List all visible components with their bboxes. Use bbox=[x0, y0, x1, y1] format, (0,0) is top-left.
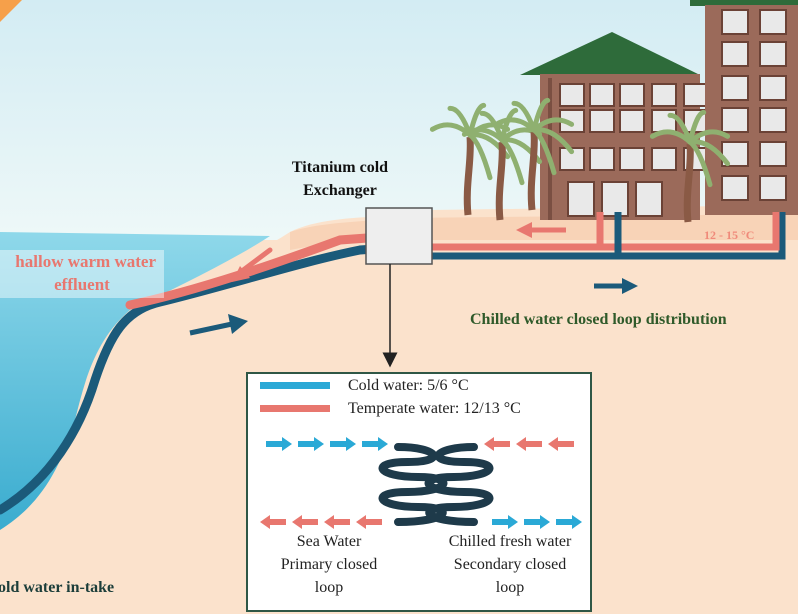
arrow-icon bbox=[556, 515, 582, 529]
fresh-water-caption-line2: Secondary closed bbox=[453, 556, 567, 573]
fresh-water-caption: Chilled fresh water Secondary closed loo… bbox=[430, 530, 590, 599]
coil-icon bbox=[378, 443, 494, 526]
return-pipe-2 bbox=[600, 212, 780, 251]
arrow-icon bbox=[356, 515, 382, 529]
exchanger-label-line1: Titanium cold bbox=[291, 159, 389, 176]
chilled-distribution-label: Chilled water closed loop distribution bbox=[470, 311, 727, 328]
building-windows bbox=[721, 9, 787, 201]
window bbox=[721, 75, 749, 101]
chilled-supply-pipe bbox=[398, 212, 786, 260]
temperature-range-label: 12 - 15 °C bbox=[704, 228, 755, 242]
arrow-icon bbox=[524, 515, 550, 529]
cold-water-swatch bbox=[260, 382, 330, 389]
window bbox=[589, 147, 615, 171]
arrow-icon bbox=[594, 278, 638, 294]
window bbox=[619, 83, 645, 107]
arrow-icon bbox=[189, 314, 248, 336]
arrow-icon bbox=[324, 515, 350, 529]
window bbox=[759, 9, 787, 35]
window bbox=[721, 41, 749, 67]
sea-water-caption: Sea Water Primary closed loop bbox=[260, 530, 398, 599]
window bbox=[589, 109, 615, 133]
arrow-icon bbox=[516, 437, 542, 451]
window bbox=[759, 175, 787, 201]
arrow-icon bbox=[492, 515, 518, 529]
window bbox=[601, 181, 629, 217]
temperate-water-legend: Temperate water: 12/13 °C bbox=[348, 400, 521, 417]
arrow-icon bbox=[484, 437, 510, 451]
arrow-icon bbox=[330, 437, 356, 451]
cold-water-legend: Cold water: 5/6 °C bbox=[348, 377, 469, 394]
sea-water-caption-line2: Primary closed bbox=[280, 556, 378, 573]
exchanger-label: Titanium cold Exchanger bbox=[270, 156, 410, 202]
effluent-label-line2: effluent bbox=[54, 275, 110, 294]
sun-icon bbox=[0, 0, 22, 22]
intake-label: old water in-take bbox=[0, 579, 115, 596]
window bbox=[759, 141, 787, 167]
window bbox=[559, 147, 585, 171]
arrow-icon bbox=[266, 437, 292, 451]
window bbox=[759, 41, 787, 67]
building-windows bbox=[559, 83, 709, 217]
sea-water-caption-line3: loop bbox=[314, 579, 344, 596]
effluent-label: hallow warm water effluent bbox=[0, 250, 164, 298]
window bbox=[559, 83, 585, 107]
window bbox=[651, 83, 677, 107]
window bbox=[651, 147, 677, 171]
arrow-icon bbox=[232, 247, 273, 282]
window bbox=[567, 181, 595, 217]
warm-effluent-pipe bbox=[125, 231, 400, 310]
arrow-icon bbox=[292, 515, 318, 529]
fresh-water-caption-line1: Chilled fresh water bbox=[448, 533, 572, 550]
window bbox=[759, 107, 787, 133]
legend-box: Cold water: 5/6 °C Temperate water: 12/1… bbox=[246, 372, 592, 612]
legend-flow-arrows bbox=[260, 437, 582, 529]
effluent-label-line1: hallow warm water bbox=[15, 252, 156, 271]
window bbox=[721, 175, 749, 201]
arrow-icon bbox=[298, 437, 324, 451]
temperate-water-swatch bbox=[260, 405, 330, 412]
exchanger-label-line2: Exchanger bbox=[303, 182, 377, 199]
window bbox=[721, 107, 749, 133]
arrow-icon bbox=[516, 222, 566, 238]
sea bbox=[0, 232, 270, 530]
window bbox=[589, 83, 615, 107]
cold-intake-pipe bbox=[0, 243, 395, 515]
window bbox=[683, 83, 709, 107]
palm-tree-icon bbox=[493, 97, 575, 211]
sea-water-caption-line1: Sea Water bbox=[296, 533, 362, 550]
fresh-water-caption-line3: loop bbox=[495, 579, 525, 596]
window bbox=[619, 147, 645, 171]
window bbox=[635, 181, 663, 217]
arrow-icon bbox=[260, 515, 286, 529]
legend-graphics bbox=[260, 382, 582, 529]
exchanger-box bbox=[365, 207, 433, 265]
arrow-icon bbox=[548, 437, 574, 451]
window bbox=[759, 75, 787, 101]
arrow-icon bbox=[362, 437, 388, 451]
palm-tree-icon bbox=[649, 109, 731, 223]
palm-trees bbox=[429, 97, 731, 223]
window bbox=[721, 9, 749, 35]
window bbox=[619, 109, 645, 133]
